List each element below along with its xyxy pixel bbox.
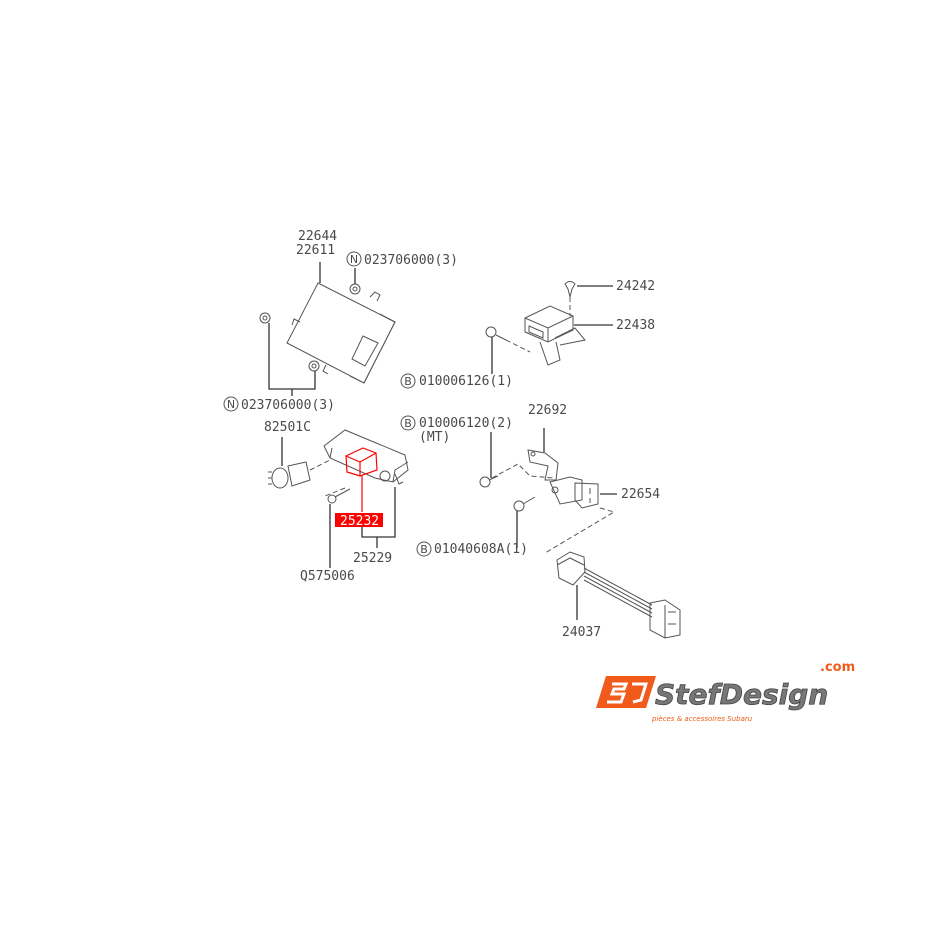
bolt-symbol-010006126: B xyxy=(400,373,416,389)
label-22611[interactable]: 22611 xyxy=(296,243,335,258)
label-25232[interactable]: 25232 xyxy=(340,514,379,529)
label-22692[interactable]: 22692 xyxy=(528,403,567,418)
relay-25232-highlighted[interactable] xyxy=(345,447,378,477)
logo-name: StefDesign xyxy=(655,678,828,711)
stefdesign-logo: StefDesign .com pièces & accessoires Sub… xyxy=(596,660,855,723)
bolt-symbol-01040608A: B xyxy=(416,541,432,557)
label-Q575006[interactable]: Q575006 xyxy=(300,569,355,584)
logo-tagline: pièces & accessoires Subaru xyxy=(651,715,753,723)
label-25232-highlight xyxy=(335,513,383,527)
logo-domain: .com xyxy=(820,660,855,675)
svg-text:N: N xyxy=(227,398,235,411)
nut-symbol-top: N xyxy=(346,251,362,267)
label-nut-top[interactable]: 023706000(3) xyxy=(364,253,458,268)
sensor-22438[interactable] xyxy=(485,281,586,366)
label-24037[interactable]: 24037 xyxy=(562,625,601,640)
svg-text:B: B xyxy=(404,417,412,430)
label-bolt-01040608A[interactable]: 01040608A(1) xyxy=(434,542,528,557)
svg-text:B: B xyxy=(404,375,412,388)
label-nut-bottom[interactable]: 023706000(3) xyxy=(241,398,335,413)
bolt-symbol-010006120: B xyxy=(400,415,416,431)
harness-24037[interactable] xyxy=(556,551,681,639)
label-22654[interactable]: 22654 xyxy=(621,487,660,502)
relay-holder-25229[interactable] xyxy=(323,429,409,485)
label-82501C[interactable]: 82501C xyxy=(264,420,311,435)
label-bolt-010006120[interactable]: 010006120(2) xyxy=(419,416,513,431)
label-mt-note: (MT) xyxy=(419,430,450,445)
sensor-22654[interactable] xyxy=(479,475,599,512)
label-22438[interactable]: 22438 xyxy=(616,318,655,333)
svg-text:N: N xyxy=(350,253,358,266)
nut-symbol-bottom: N xyxy=(223,396,239,412)
bracket-22692[interactable] xyxy=(491,449,559,481)
svg-text:B: B xyxy=(420,543,428,556)
switch-82501C[interactable] xyxy=(268,461,311,489)
label-24242[interactable]: 24242 xyxy=(616,279,655,294)
label-25229[interactable]: 25229 xyxy=(353,551,392,566)
label-22644[interactable]: 22644 xyxy=(298,229,337,244)
label-bolt-010006126[interactable]: 010006126(1) xyxy=(419,374,513,389)
screw-Q575006 xyxy=(327,488,351,504)
control-unit-22611[interactable] xyxy=(286,282,396,384)
